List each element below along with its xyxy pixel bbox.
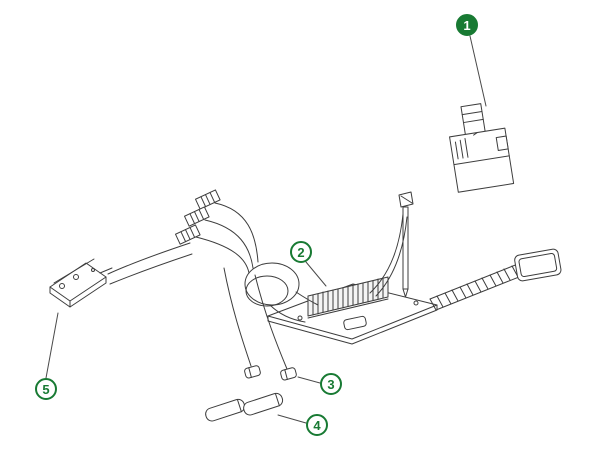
- harness-wires: [107, 202, 408, 370]
- callout-1: 1: [456, 14, 478, 36]
- probe-pin: [398, 191, 414, 298]
- plug-connector-part-1: [449, 103, 515, 193]
- ribbon-end-connector: [514, 248, 562, 282]
- callout-2-label: 2: [297, 244, 305, 260]
- leader-lines: [45, 35, 487, 424]
- callout-4: 4: [306, 414, 328, 436]
- callout-4-label: 4: [313, 417, 321, 433]
- callout-5: 5: [35, 378, 57, 400]
- harness-connectors: [174, 189, 221, 245]
- callout-2: 2: [290, 241, 312, 263]
- tube-part-4: [205, 392, 284, 422]
- callout-3: 3: [320, 373, 342, 395]
- callout-3-label: 3: [327, 376, 335, 392]
- switch-part-5: [49, 258, 113, 308]
- cap-part-3: [244, 365, 297, 381]
- ribbon-cable: [429, 261, 530, 311]
- heatsink-module-part-2: [307, 276, 389, 319]
- callout-1-label: 1: [463, 17, 471, 33]
- callout-5-label: 5: [42, 381, 50, 397]
